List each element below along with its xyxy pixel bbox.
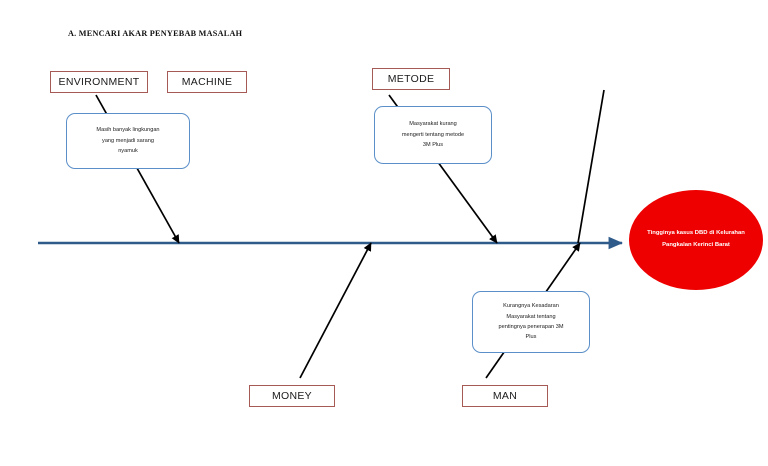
effect-line: di Kelurahan <box>709 230 745 237</box>
category-label-money: MONEY <box>271 390 312 402</box>
category-label-man: MAN <box>492 390 518 402</box>
category-box-environment[interactable]: ENVIRONMENT <box>50 71 148 93</box>
cause-line: mengerti tentang metode <box>401 131 465 138</box>
cause-line: Masih banyak lingkungan <box>96 127 160 134</box>
cause-line: 3M Plus <box>422 142 444 149</box>
cause-line: Masyarakat tentang <box>506 313 556 320</box>
category-label-environment: ENVIRONMENT <box>58 76 140 88</box>
cause-line: yang menjadi sarang <box>102 137 154 144</box>
effect-line: Pangkalan Kerinci <box>662 242 714 248</box>
cause-box-metode[interactable]: Masyarakat kurang mengerti tentang metod… <box>374 106 492 164</box>
cause-line: pentingnya penerapan 3M <box>498 324 564 330</box>
bone-money <box>299 242 372 379</box>
cause-box-man[interactable]: Kurangnya Kesadaran Masyarakat tentang p… <box>472 291 590 353</box>
effect-line: Barat <box>714 242 730 248</box>
category-box-metode[interactable]: METODE <box>372 68 450 90</box>
cause-line: nyamuk <box>118 148 138 155</box>
bone-unlabeled-right <box>577 89 605 244</box>
category-box-man[interactable]: MAN <box>462 385 548 407</box>
cause-box-environment[interactable]: Masih banyak lingkungan yang menjadi sar… <box>66 113 190 169</box>
cause-line: Plus <box>525 334 537 341</box>
category-box-money[interactable]: MONEY <box>249 385 335 407</box>
category-box-machine[interactable]: MACHINE <box>167 71 247 93</box>
category-label-metode: METODE <box>387 73 435 85</box>
effect-line: Tingginya kasus DBD <box>647 230 708 237</box>
cause-line: Kurangnya Kesadaran <box>503 303 559 310</box>
effect-ellipse[interactable]: Tingginya kasus DBD di Kelurahan Pangkal… <box>629 190 763 290</box>
category-label-machine: MACHINE <box>181 76 233 88</box>
cause-line: Masyarakat kurang <box>409 121 457 128</box>
page-title: A. MENCARI AKAR PENYEBAB MASALAH <box>68 29 243 38</box>
